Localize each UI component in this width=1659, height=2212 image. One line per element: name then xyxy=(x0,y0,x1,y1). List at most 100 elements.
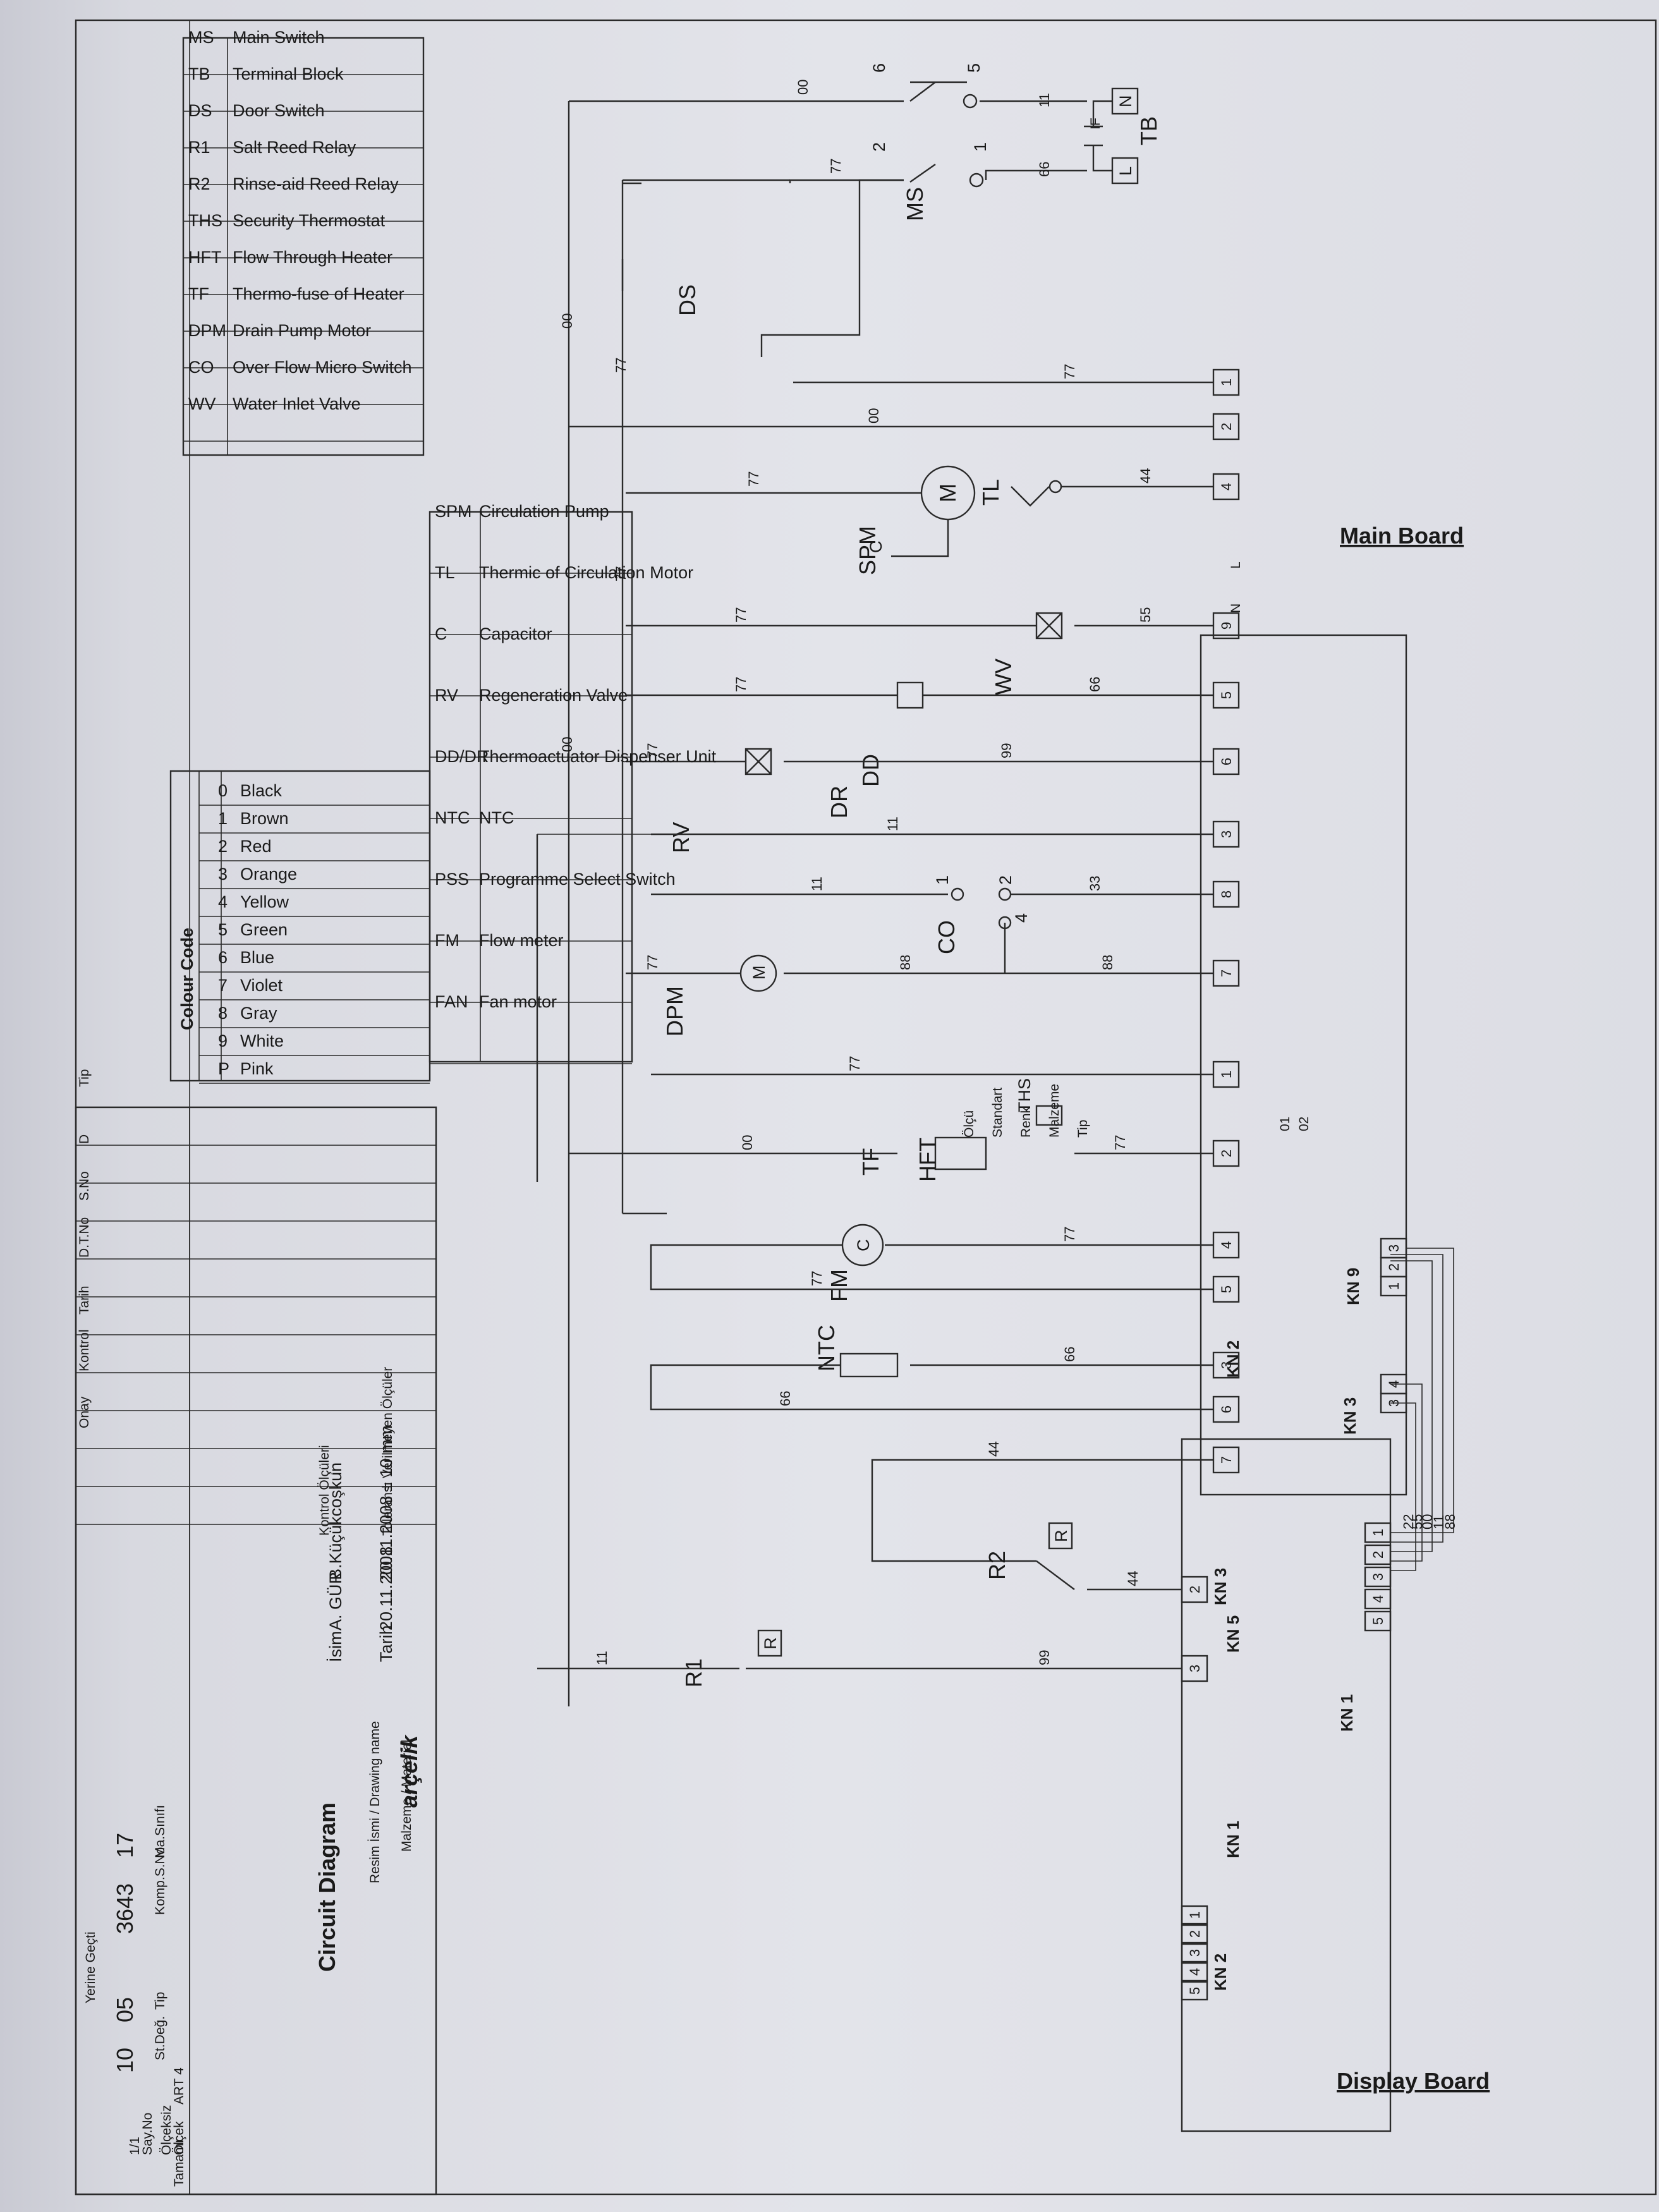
svg-text:77: 77 xyxy=(1062,1227,1078,1242)
bottom-col: D.T.No xyxy=(77,1217,92,1258)
svg-text:20.11.2008: 20.11.2008 xyxy=(377,1547,396,1631)
svg-text:77: 77 xyxy=(733,677,749,692)
legend-code: R1 xyxy=(188,138,210,157)
main-board-box xyxy=(1200,634,1407,1496)
colour-code-num: 8 xyxy=(218,1004,228,1023)
water-inlet-valve-branch: 55 WV 77 xyxy=(626,607,1213,695)
regeneration-valve-branch: 99 RV 77 xyxy=(626,743,1213,853)
svg-text:11: 11 xyxy=(594,1651,610,1665)
kn1-main-label: KN 1 xyxy=(1224,1821,1243,1858)
svg-text:R2: R2 xyxy=(984,1551,1010,1580)
legend-code: HFT xyxy=(188,248,221,267)
svg-text:Tip: Tip xyxy=(153,1992,167,2010)
svg-text:B.Küçükcoşkun: B.Küçükcoşkun xyxy=(326,1462,345,1580)
kn9-pin xyxy=(1380,1275,1407,1297)
svg-text:2: 2 xyxy=(870,142,889,152)
legend-code: CO xyxy=(188,358,214,377)
kn5-pin-label: 2 xyxy=(1218,1150,1234,1157)
svg-text:77: 77 xyxy=(613,358,629,373)
svg-text:M: M xyxy=(750,966,769,980)
legend-code: WV xyxy=(188,394,216,413)
svg-text:C: C xyxy=(866,541,885,554)
kn5-label: KN 5 xyxy=(1224,1615,1243,1653)
svg-text:11: 11 xyxy=(885,817,901,831)
colour-code-name: Red xyxy=(240,837,272,856)
dispenser-branch: 66 DD DR 77 xyxy=(626,677,1213,818)
svg-text:11: 11 xyxy=(1036,93,1052,107)
svg-text:00: 00 xyxy=(795,80,811,95)
legend-code: MS xyxy=(188,28,214,47)
legend-desc: Programme Select Switch xyxy=(479,870,676,889)
cable-00: 00 xyxy=(1419,1514,1435,1529)
legend-desc: Fan motor xyxy=(479,992,557,1011)
flow-meter-branch: 77 C FM 77 xyxy=(650,1224,1213,1302)
legend-desc: Drain Pump Motor xyxy=(233,321,371,340)
svg-text:SPM: SPM xyxy=(854,526,880,575)
kn2-main-pin-label: 1 xyxy=(1218,379,1234,386)
svg-text:00: 00 xyxy=(559,737,575,752)
legend-desc: Thermo-fuse of Heater xyxy=(233,284,404,303)
kn1-display-pin-label: 1 xyxy=(1370,1529,1386,1536)
legend-code: NTC xyxy=(435,808,470,827)
colour-code-num: 0 xyxy=(218,781,228,800)
legend-desc: Main Switch xyxy=(233,28,325,47)
kn2-pin-cap-l: L xyxy=(1229,561,1243,569)
svg-text:1/1: 1/1 xyxy=(128,2137,142,2155)
bottom-col: Kontrol xyxy=(77,1329,92,1371)
rev-row: 02 xyxy=(1297,1117,1311,1131)
legend-code: RV xyxy=(435,686,458,705)
colour-code-num: 1 xyxy=(218,809,228,828)
svg-text:Komp.S.No: Komp.S.No xyxy=(153,1847,167,1915)
svg-text:DS: DS xyxy=(674,284,700,316)
salt-reed-relay: 99 R R1 11 xyxy=(537,1629,1182,1687)
kn1-main-pin-label: 3 xyxy=(1218,1361,1234,1369)
kn9-connector: 321 KN 9 xyxy=(1344,1237,1407,1305)
legend-desc: Terminal Block xyxy=(233,64,344,83)
kn2-display-pin xyxy=(1181,1962,1208,1982)
colour-code-name: Violet xyxy=(240,976,283,995)
svg-text:20.11.2008: 20.11.2008 xyxy=(377,1496,396,1580)
svg-text:FM: FM xyxy=(826,1269,852,1302)
kn9-pin-label: 2 xyxy=(1386,1263,1402,1271)
legend-code: TL xyxy=(435,563,455,582)
display-board-box xyxy=(1181,1438,1392,2132)
kn2-main-pin-label: 5 xyxy=(1218,691,1234,699)
svg-text:3643: 3643 xyxy=(112,1883,138,1934)
svg-text:99: 99 xyxy=(999,743,1014,758)
legend-desc: Water Inlet Valve xyxy=(233,394,361,413)
svg-text:St.Değ.: St.Değ. xyxy=(153,2016,167,2060)
kn2-display-pin xyxy=(1181,1905,1208,1925)
cable-88: 88 xyxy=(1442,1514,1458,1529)
svg-text:77: 77 xyxy=(847,1056,863,1071)
legend-desc: Thermic of Circulation Motor xyxy=(479,563,693,582)
colour-code-name: Green xyxy=(240,920,288,939)
svg-text:R: R xyxy=(1052,1530,1071,1543)
kn2-display-pin-label: 1 xyxy=(1187,1911,1203,1919)
kn1-display-pin-label: 2 xyxy=(1370,1551,1386,1559)
svg-text:Tamamı: Tamamı xyxy=(172,2139,186,2187)
tb-n: N xyxy=(1116,95,1135,108)
svg-text:Resim İsmi / Drawing name: Resim İsmi / Drawing name xyxy=(368,1721,382,1883)
svg-text:C: C xyxy=(854,1239,873,1252)
svg-text:± 10 mm: ± 10 mm xyxy=(377,1425,396,1492)
ms-label: MS xyxy=(902,187,928,221)
drawing-name: Circuit Diagram xyxy=(314,1802,340,1972)
svg-text:77: 77 xyxy=(645,955,660,970)
svg-text:1: 1 xyxy=(971,142,990,152)
kn5-pin-label: 1 xyxy=(1218,1071,1234,1078)
svg-text:M: M xyxy=(935,483,961,502)
legend-desc: Capacitor xyxy=(479,624,552,643)
rev-col-header: Renk xyxy=(1019,1106,1033,1138)
kn1-main-pin-label: 6 xyxy=(1218,1406,1234,1413)
kn3-display-connector: 23 KN 3 xyxy=(1181,1568,1230,1682)
kn3-display-pin-label: 2 xyxy=(1187,1586,1203,1593)
svg-text:77: 77 xyxy=(1112,1135,1128,1150)
svg-text:44: 44 xyxy=(986,1442,1002,1457)
colour-code-name: Orange xyxy=(240,865,297,884)
svg-text:Kontrol Ölçüleri: Kontrol Ölçüleri xyxy=(317,1445,332,1536)
door-switch: DS 77 00 xyxy=(559,182,700,373)
legend-desc: Door Switch xyxy=(233,101,325,120)
